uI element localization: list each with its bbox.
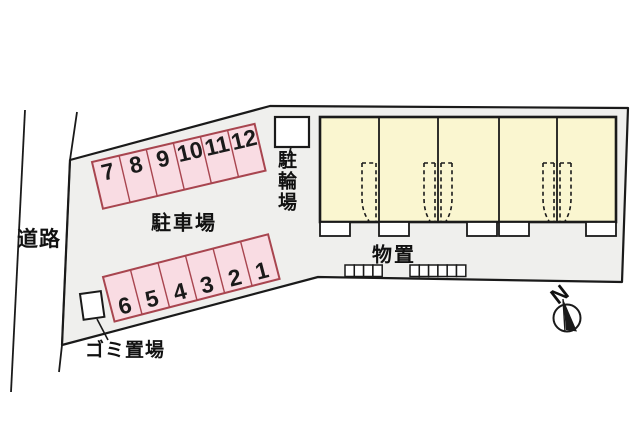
- porch: [498, 221, 530, 237]
- parking-lot-label: 駐車場: [151, 212, 217, 235]
- bicycle-parking-label: 駐輪場: [275, 150, 296, 213]
- storage-unit: [455, 264, 467, 278]
- stair-dashed-outline: [440, 162, 453, 222]
- parking-divider: [157, 262, 171, 308]
- garbage-area-label: ゴミ置場: [84, 340, 166, 362]
- parking-row-bottom: [101, 233, 281, 323]
- garbage-box: [78, 289, 106, 321]
- stair-dashed-outline: [423, 162, 436, 222]
- storage-unit: [353, 264, 365, 278]
- parking-row-top: [90, 122, 267, 210]
- storage-unit: [372, 264, 383, 278]
- parking-divider: [226, 130, 240, 178]
- parking-divider: [199, 136, 213, 184]
- porch: [466, 221, 498, 237]
- parking-divider: [129, 269, 143, 315]
- compass: [552, 298, 582, 333]
- road-label: 道路: [17, 227, 61, 251]
- storage-label: 物置: [372, 244, 416, 267]
- stair-dashed-outline: [559, 162, 572, 222]
- porch: [319, 221, 351, 237]
- bicycle-parking-leader-line: [287, 146, 292, 160]
- bicycle-parking-box: [273, 115, 311, 149]
- porch: [378, 221, 410, 237]
- storage-unit: [437, 264, 448, 278]
- storage-unit: [446, 264, 458, 278]
- storage-unit: [409, 264, 421, 278]
- porch: [585, 221, 617, 237]
- parking-divider: [145, 149, 158, 197]
- parking-divider: [118, 155, 131, 203]
- building: [318, 115, 618, 224]
- compass-needle: [563, 299, 577, 332]
- storage-unit: [418, 264, 430, 278]
- compass-needle-line: [562, 298, 566, 333]
- stair-dashed-outline: [361, 162, 377, 222]
- parking-divider: [239, 241, 253, 287]
- storage-unit: [344, 264, 356, 278]
- stair-dashed-outline: [542, 162, 555, 222]
- road-site-edge-line: [58, 111, 78, 373]
- road-edge-line: [10, 109, 26, 393]
- parking-divider: [212, 248, 226, 294]
- compass-circle: [552, 303, 582, 333]
- parking-divider: [184, 255, 198, 301]
- storage-unit: [362, 264, 374, 278]
- parking-divider: [172, 142, 185, 190]
- storage-unit: [427, 264, 439, 278]
- garbage-leader-line: [96, 318, 109, 341]
